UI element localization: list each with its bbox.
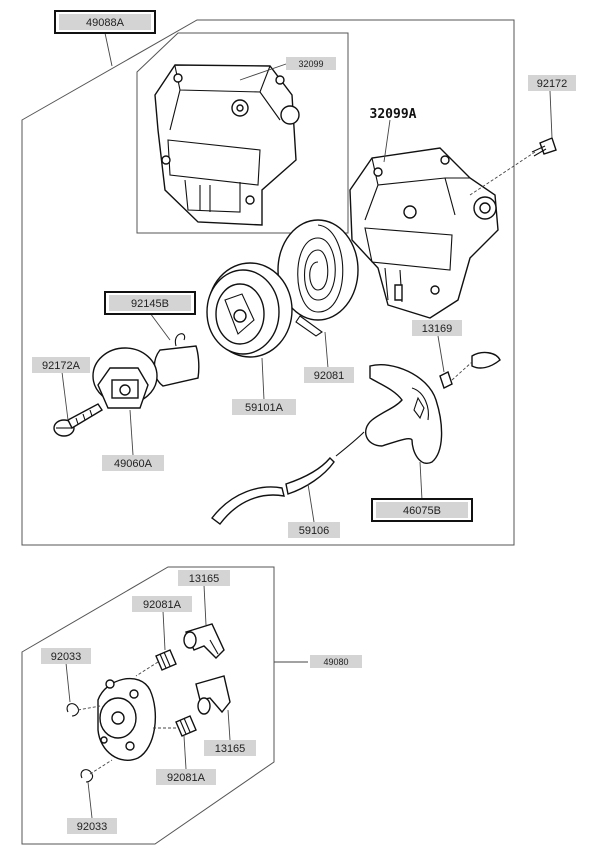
label-92172A: 92172A [32, 357, 90, 373]
leader-49060A [129, 409, 134, 456]
clip-13169 [439, 351, 501, 389]
label-49080: 49080 [310, 655, 362, 668]
pawl-carrier [97, 677, 157, 761]
label-13169: 13169 [412, 320, 462, 336]
svg-text:49060A: 49060A [114, 458, 153, 470]
e-ring-92033-bot [80, 759, 113, 783]
leader-92081 [324, 331, 329, 369]
coil-spring-92145B [153, 333, 200, 387]
svg-text:92145B: 92145B [131, 298, 169, 310]
upper-assembly-frame [21, 19, 515, 546]
label-92145B: 92145B [104, 291, 196, 315]
label-59106: 59106 [288, 522, 340, 538]
label-92172: 92172 [528, 75, 576, 91]
leader-92033-top [65, 662, 71, 703]
leader-46075B [419, 461, 423, 501]
svg-text:92172: 92172 [537, 78, 568, 90]
svg-text:13169: 13169 [422, 323, 453, 335]
svg-text:49088A: 49088A [86, 17, 125, 29]
leader-59101A [261, 357, 265, 401]
leader-13165-bot [227, 709, 231, 741]
leader-92081A-top [162, 610, 166, 651]
rope-59106 [211, 431, 365, 525]
spring-92081A-bot [152, 715, 197, 737]
e-ring-92033-top [66, 703, 101, 717]
recoil-spring-92081 [277, 219, 359, 337]
svg-text:32099: 32099 [298, 59, 323, 69]
screw-92172A [53, 403, 103, 437]
inset-frame [136, 32, 349, 234]
label-13165-bot: 13165 [204, 740, 256, 756]
leader-92033-bot [87, 781, 93, 819]
leader-32099 [239, 63, 287, 81]
svg-text:92081A: 92081A [143, 599, 182, 611]
svg-text:59106: 59106 [299, 525, 330, 537]
leader-92172 [549, 90, 553, 139]
leader-92081A-bot [183, 735, 187, 770]
rope-reel-59101A [206, 262, 293, 358]
leader-49088A [104, 32, 113, 67]
svg-text:92033: 92033 [77, 821, 108, 833]
leader-13165-top [203, 584, 207, 626]
label-92081A-bot: 92081A [156, 769, 216, 785]
pawl-13165-bot [195, 675, 231, 715]
lower-assembly-frame [21, 566, 275, 845]
leader-13169 [437, 335, 445, 373]
leader-92172A [61, 371, 69, 421]
label-32099A: 32099A [370, 107, 417, 122]
label-49060A: 49060A [102, 455, 164, 471]
leader-92145B [149, 312, 171, 341]
svg-text:13165: 13165 [215, 743, 246, 755]
svg-text:32099A: 32099A [370, 107, 417, 122]
handle-46075B [364, 364, 443, 464]
label-46075B: 46075B [371, 498, 473, 522]
leader-59106 [307, 483, 315, 523]
svg-text:59101A: 59101A [245, 402, 284, 414]
spring-92081A-top [135, 649, 177, 677]
svg-text:92081A: 92081A [167, 772, 206, 784]
label-59101A: 59101A [232, 399, 296, 415]
label-92081: 92081 [304, 367, 354, 383]
svg-text:92081: 92081 [314, 370, 345, 382]
svg-text:13165: 13165 [189, 573, 220, 585]
svg-text:49080: 49080 [323, 657, 348, 667]
screw-92172 [469, 137, 557, 196]
label-92033-bot: 92033 [67, 818, 117, 834]
starter-housing-inset [154, 64, 300, 226]
starter-housing [349, 147, 499, 319]
label-13165-top: 13165 [178, 570, 230, 586]
ratchet-49060A [92, 347, 158, 409]
svg-text:92033: 92033 [51, 651, 82, 663]
svg-text:92172A: 92172A [42, 360, 81, 372]
label-92081A-top: 92081A [132, 596, 192, 612]
pawl-13165-top [183, 623, 225, 659]
label-92033-top: 92033 [41, 648, 91, 664]
leader-32099A [383, 119, 391, 163]
svg-text:46075B: 46075B [403, 505, 441, 517]
label-32099: 32099 [286, 57, 336, 70]
label-49088A: 49088A [54, 10, 156, 34]
